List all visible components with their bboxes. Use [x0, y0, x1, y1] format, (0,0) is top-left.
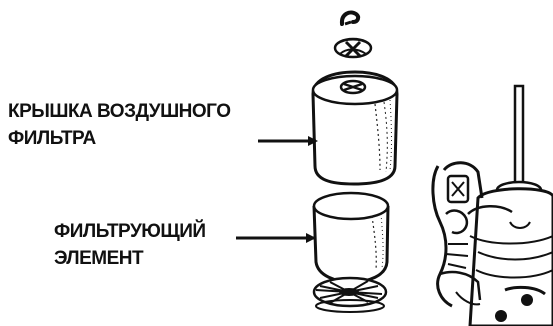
filter-element-label-line2: ЭЛЕМЕНТ — [54, 248, 144, 269]
filter-element-label-line1: ФИЛЬТРУЮЩИЙ — [54, 221, 206, 242]
air-filter-cover-label-line2: ФИЛЬТРА — [8, 128, 96, 149]
filter-element — [312, 191, 390, 284]
air-filter-cover-label: КРЫШКА ВОЗДУШНОГО ФИЛЬТРА — [8, 98, 231, 152]
air-filter-cover-label-line1: КРЫШКА ВОЗДУШНОГО — [8, 101, 231, 122]
filter-element-label: ФИЛЬТРУЮЩИЙ ЭЛЕМЕНТ — [54, 218, 206, 272]
retaining-clip — [339, 10, 361, 26]
air-filter-cover — [311, 70, 399, 186]
carburetor-body — [431, 84, 553, 326]
filter-base-plate — [312, 276, 388, 313]
wing-nut — [333, 37, 373, 59]
